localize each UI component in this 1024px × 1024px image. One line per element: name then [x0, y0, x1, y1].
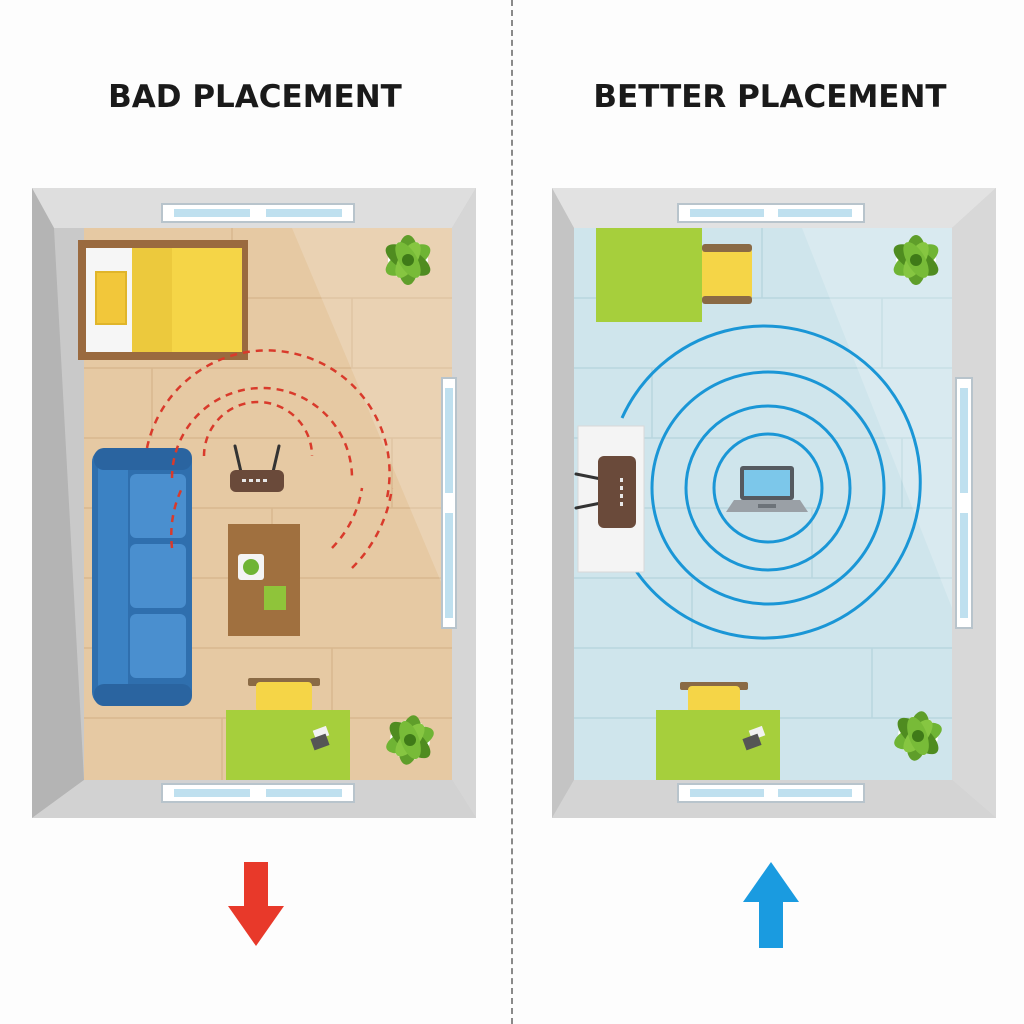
strong-signal-waves: [620, 324, 922, 640]
bed: [78, 240, 248, 360]
right-window: [441, 377, 457, 629]
weak-signal-waves: [145, 349, 394, 569]
bottom-window: [677, 783, 865, 803]
laptop-icon: [726, 466, 808, 512]
arrow-up-icon: [743, 862, 799, 948]
top-window: [161, 203, 355, 223]
plant-top-right: [385, 235, 431, 285]
plant-bottom-right: [386, 715, 434, 765]
better-placement-room: [552, 188, 996, 818]
desk: [656, 682, 780, 780]
sofa: [92, 448, 192, 706]
router-icon: [574, 456, 636, 528]
right-window: [955, 377, 973, 629]
plant-bottom-right: [894, 711, 942, 761]
better-placement-title: BETTER PLACEMENT: [593, 79, 947, 115]
panel-divider: [511, 0, 513, 1024]
desk: [226, 678, 350, 780]
coffee-table: [228, 524, 300, 636]
router-icon: [230, 444, 284, 492]
plant-top-right: [893, 235, 939, 285]
bad-placement-title: BAD PLACEMENT: [108, 79, 402, 115]
armchair: [596, 228, 752, 322]
top-window: [677, 203, 865, 223]
bad-placement-room: [32, 188, 476, 818]
arrow-down-icon: [228, 862, 284, 946]
bottom-window: [161, 783, 355, 803]
